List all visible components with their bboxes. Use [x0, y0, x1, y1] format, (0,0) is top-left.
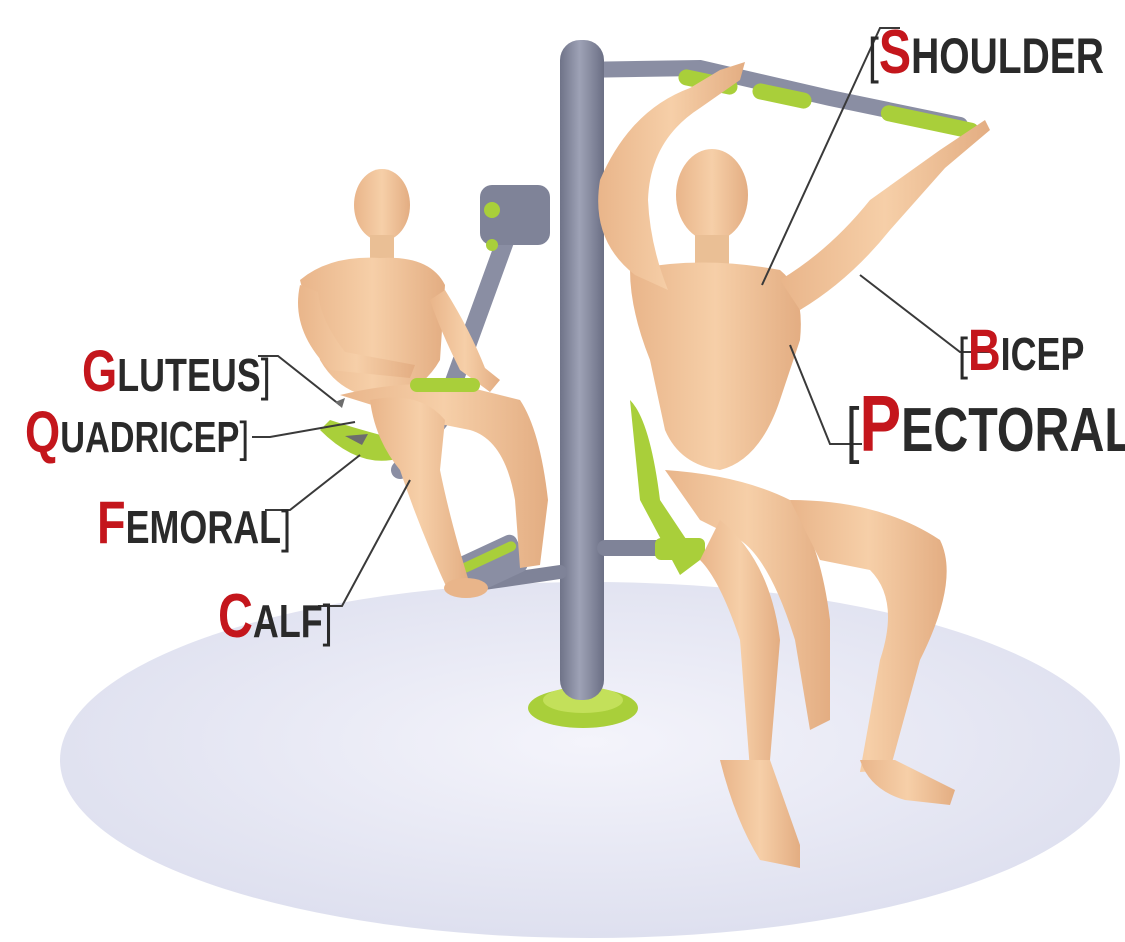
label-pectoral: [PECTORAL [846, 384, 1125, 464]
label-quadricep: QUADRICEP] [25, 404, 249, 462]
label-bicep: [BICEP [958, 322, 1084, 380]
label-gluteus: GLUTEUS] [82, 343, 271, 401]
label-femoral: FEMORAL] [97, 493, 291, 553]
label-calf: CALF] [218, 586, 333, 648]
main-pole [560, 40, 604, 700]
label-shoulder: [SHOULDER [868, 22, 1104, 84]
